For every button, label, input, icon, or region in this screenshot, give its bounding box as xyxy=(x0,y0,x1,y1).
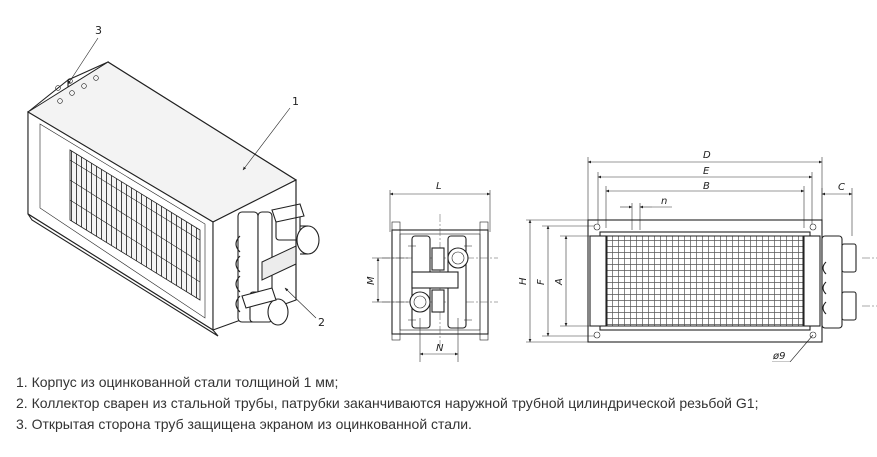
note-item: 1. Корпус из оцинкованной стали толщиной… xyxy=(16,374,339,390)
callout-2: 2 xyxy=(284,287,325,329)
dim-H: H xyxy=(518,277,529,285)
dim-E: E xyxy=(703,166,710,177)
svg-text:1: 1 xyxy=(292,95,299,108)
note-item: 2. Коллектор сварен из стальной трубы, п… xyxy=(16,395,759,411)
svg-text:3: 3 xyxy=(95,24,102,37)
dim-B: B xyxy=(703,181,710,192)
callout-1: 1 xyxy=(242,95,299,171)
dim-C: C xyxy=(838,182,845,193)
coil-bends xyxy=(235,235,241,313)
dim-D: D xyxy=(703,150,711,161)
dim-hole-diameter: ø9 xyxy=(772,351,785,362)
note-item: 3. Открытая сторона труб защищена экрано… xyxy=(16,416,472,432)
technical-drawing: 1 2 3 L xyxy=(27,24,877,362)
dim-n: n xyxy=(661,196,667,207)
dim-M: M xyxy=(366,276,377,285)
svg-text:2: 2 xyxy=(318,316,325,329)
side-view: L M N xyxy=(366,181,498,362)
heat-exchanger-grille xyxy=(606,235,804,327)
dim-F: F xyxy=(536,279,547,285)
dim-A: A xyxy=(554,278,565,286)
front-view: D E B n C xyxy=(518,150,877,362)
callout-3: 3 xyxy=(67,24,102,85)
dim-N: N xyxy=(436,343,444,354)
dim-L: L xyxy=(436,181,442,192)
isometric-view xyxy=(27,61,320,337)
notes-list: 1. Корпус из оцинкованной стали толщиной… xyxy=(16,372,866,435)
